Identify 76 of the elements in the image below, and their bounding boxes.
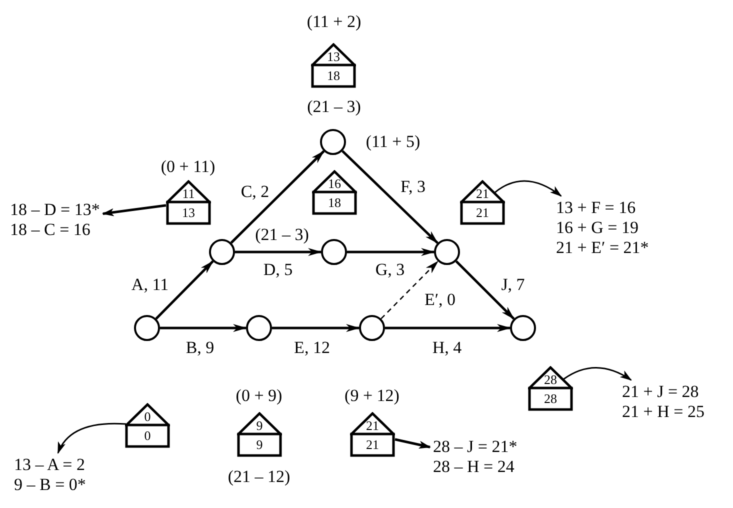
edge-label: J, 7 bbox=[500, 276, 526, 294]
event-house bbox=[528, 366, 573, 411]
top-number: 9 bbox=[255, 419, 264, 433]
event-house bbox=[237, 412, 282, 457]
top-number: 28 bbox=[543, 373, 558, 387]
arrow bbox=[385, 324, 511, 332]
edge-label: B, 9 bbox=[184, 339, 216, 357]
formula-text: (21 – 3) bbox=[255, 226, 309, 244]
event-circle bbox=[209, 239, 235, 265]
formula-text: (21 – 3) bbox=[307, 98, 361, 116]
edge-label: G, 3 bbox=[374, 261, 406, 279]
formula-text: (21 – 12) bbox=[228, 468, 290, 486]
top-number: 16 bbox=[327, 177, 342, 191]
edge-label: A, 11 bbox=[130, 276, 170, 294]
top-number: 21 bbox=[365, 419, 380, 433]
equation-text: 28 – H = 24 bbox=[433, 457, 516, 477]
event-house bbox=[460, 180, 505, 225]
event-house bbox=[311, 43, 356, 88]
bottom-number: 9 bbox=[255, 438, 264, 452]
arrow bbox=[342, 150, 438, 244]
arrow bbox=[160, 324, 247, 332]
top-number: 21 bbox=[475, 187, 490, 201]
equation-text: 18 – C = 16 bbox=[10, 220, 92, 240]
equation-text: 21 + J = 28 bbox=[622, 382, 700, 402]
arrow bbox=[102, 204, 166, 216]
event-house bbox=[166, 180, 211, 225]
event-circle bbox=[434, 239, 460, 265]
event-house bbox=[312, 170, 357, 215]
bottom-number: 21 bbox=[365, 438, 380, 452]
equation-text: 18 – D = 13* bbox=[10, 200, 100, 220]
equation-text: 9 – B = 0* bbox=[14, 475, 86, 495]
bottom-number: 21 bbox=[475, 206, 490, 220]
edge-label: D, 5 bbox=[262, 261, 294, 279]
arrow bbox=[455, 260, 515, 320]
equation-text: 13 + F = 16 bbox=[556, 198, 637, 218]
formula-text: (0 + 9) bbox=[236, 387, 282, 405]
edge-label: E′, 0 bbox=[423, 291, 457, 309]
curved-arrow bbox=[57, 422, 126, 454]
equation-text: 21 + H = 25 bbox=[622, 402, 704, 422]
event-circle bbox=[321, 239, 347, 265]
bottom-number: 0 bbox=[143, 429, 152, 443]
arrow bbox=[235, 248, 322, 256]
formula-text: (0 + 11) bbox=[160, 158, 216, 176]
event-circle bbox=[359, 315, 385, 341]
top-number: 0 bbox=[143, 410, 152, 424]
formula-text: (9 + 12) bbox=[344, 387, 400, 405]
event-circle bbox=[320, 129, 346, 155]
bottom-number: 28 bbox=[543, 392, 558, 406]
event-house bbox=[350, 412, 395, 457]
arrow bbox=[155, 260, 214, 320]
edge-label: C, 2 bbox=[240, 183, 270, 201]
arrow bbox=[230, 150, 325, 244]
event-house bbox=[125, 403, 170, 448]
event-circle bbox=[134, 315, 160, 341]
event-circle bbox=[510, 315, 536, 341]
formula-text: (11 + 5) bbox=[366, 133, 420, 151]
equation-text: 21 + E′ = 21* bbox=[556, 238, 649, 258]
edge-label: F, 3 bbox=[399, 178, 427, 196]
arrow bbox=[272, 324, 360, 332]
top-number: 11 bbox=[181, 187, 196, 201]
arrow bbox=[394, 438, 431, 449]
curved-arrow bbox=[494, 180, 562, 197]
edge-label: H, 4 bbox=[431, 339, 463, 357]
curved-arrow bbox=[563, 367, 632, 381]
equation-text: 16 + G = 19 bbox=[556, 218, 640, 238]
equation-text: 28 – J = 21* bbox=[433, 437, 518, 457]
bottom-number: 18 bbox=[327, 196, 342, 210]
bottom-number: 13 bbox=[181, 206, 196, 220]
top-number: 13 bbox=[326, 50, 341, 64]
bottom-number: 18 bbox=[326, 69, 341, 83]
equation-text: 13 – A = 2 bbox=[14, 455, 86, 475]
event-circle bbox=[246, 315, 272, 341]
formula-text: (11 + 2) bbox=[306, 13, 362, 31]
arrow bbox=[347, 248, 435, 256]
dashed-arrow bbox=[380, 260, 439, 320]
edge-label: E, 12 bbox=[293, 339, 331, 357]
